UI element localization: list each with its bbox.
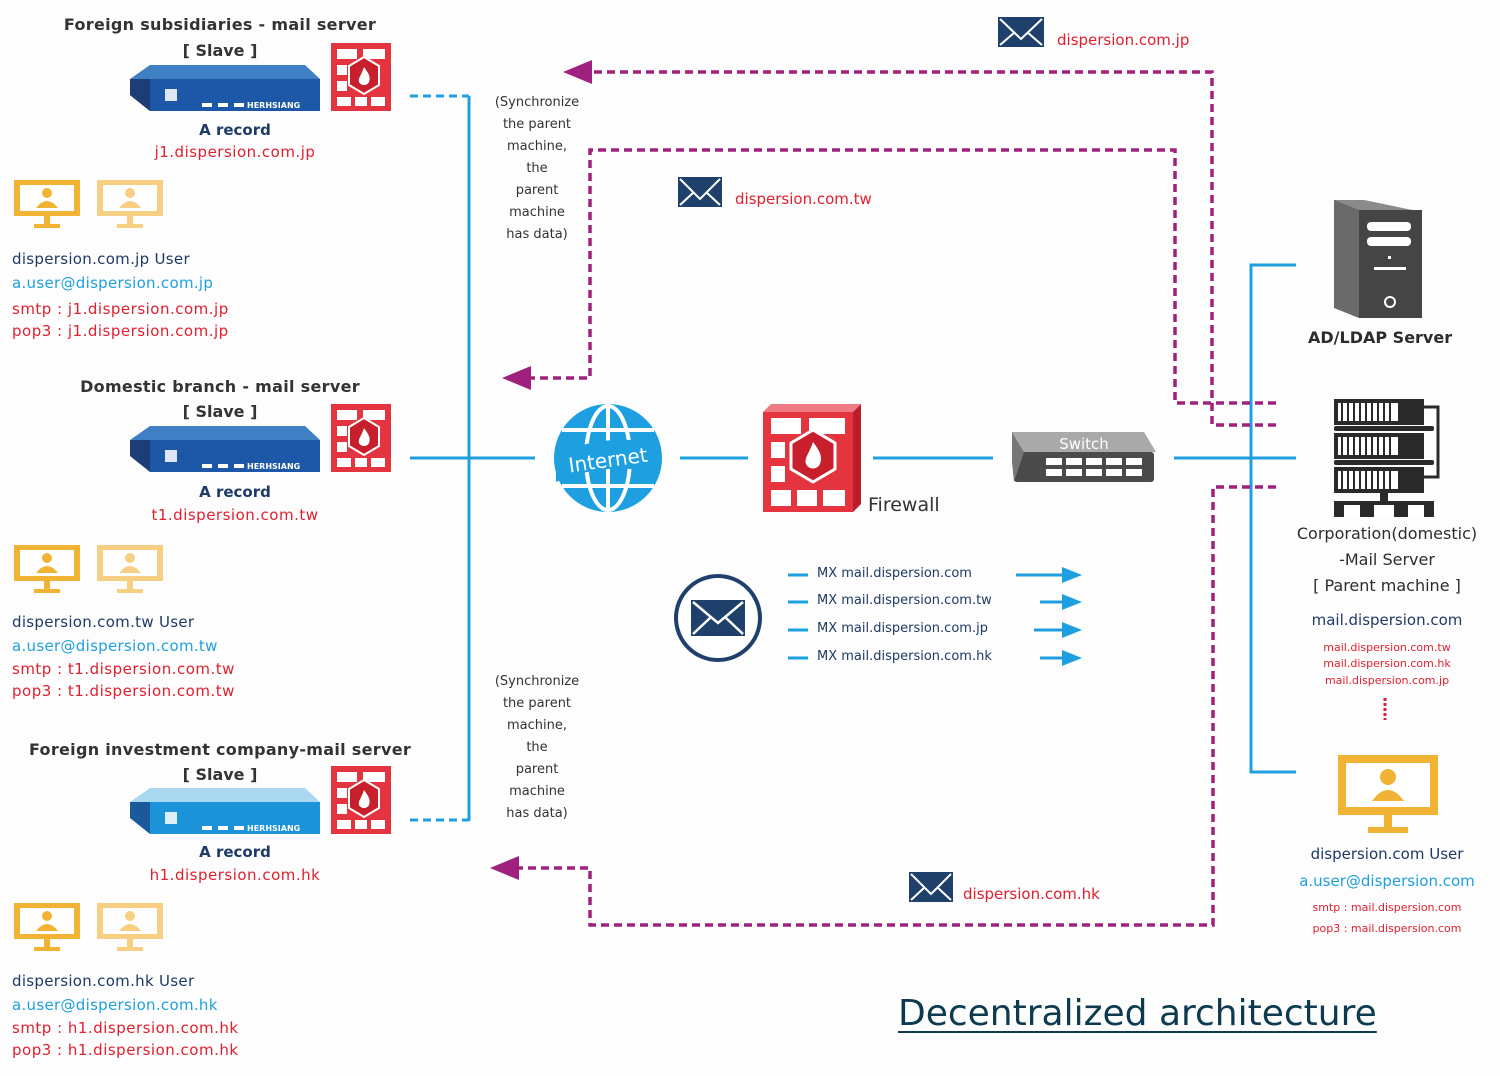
slave-jp-title: Foreign subsidiaries - mail server: [63, 15, 377, 34]
slave-hk-pop3: pop3 : h1.dispersion.com.hk: [12, 1041, 239, 1059]
sync-arrow-hk: [490, 856, 519, 880]
monitor-icon: [97, 545, 163, 593]
right-bus: [1249, 263, 1296, 774]
parent-user-label: dispersion.com User: [1310, 845, 1464, 863]
parent-smtp: smtp : mail.dispersion.com: [1312, 901, 1462, 914]
envelope-icon: [998, 17, 1044, 47]
user-workstations-tw: [12, 543, 172, 599]
slave-tw-email: a.user@dispersion.com.tw: [12, 637, 218, 655]
svg-text:Switch: Switch: [1059, 435, 1109, 453]
mx-record: MX mail.dispersion.com.hk: [817, 649, 992, 664]
monitor-icon: [1338, 755, 1438, 833]
slave-hk-role: [ Slave ]: [182, 765, 258, 784]
envelope-label-tw: dispersion.com.tw: [735, 190, 872, 208]
monitor-icon: [97, 903, 163, 951]
slave-tw-a-record-label: A record: [199, 483, 271, 501]
sync-arrow-jp: [563, 60, 592, 84]
slave-hk-user-label: dispersion.com.hk User: [12, 972, 195, 990]
monitor-icon: [97, 180, 163, 228]
parent-pop3: pop3 : mail.dispersion.com: [1312, 922, 1462, 935]
parent-alias: mail.dispersion.com.jp: [1324, 674, 1450, 687]
monitor-icon: [14, 545, 80, 593]
firewall-icon: [331, 766, 391, 834]
parent-role: [ Parent machine ]: [1313, 576, 1461, 595]
mx-arrow-1: [1062, 567, 1082, 583]
firewall-icon: [331, 43, 391, 111]
mail-circle-icon: [674, 574, 762, 662]
internet-globe-icon: Internet: [554, 404, 662, 512]
envelope-label-hk: dispersion.com.hk: [963, 885, 1100, 903]
slave-tw-title: Domestic branch - mail server: [80, 377, 360, 396]
sync-path-jp: [590, 70, 1276, 427]
ad-ldap-label: AD/LDAP Server: [1308, 328, 1453, 347]
slave-hk-smtp: smtp : h1.dispersion.com.hk: [12, 1019, 239, 1037]
svg-text:HERHSIANG: HERHSIANG: [247, 824, 300, 833]
firewall-label: Firewall: [868, 494, 940, 516]
sync-arrow-tw: [502, 366, 531, 390]
slave-hk-email: a.user@dispersion.com.hk: [12, 996, 218, 1014]
parent-title-1: Corporation(domestic): [1296, 524, 1478, 543]
slave-tw-a-record: t1.dispersion.com.tw: [151, 506, 319, 524]
slave-jp-email: a.user@dispersion.com.jp: [12, 274, 214, 292]
user-workstations-hk: [12, 901, 172, 957]
envelope-icon: [678, 177, 722, 207]
slave-tw-user-label: dispersion.com.tw User: [12, 613, 195, 631]
mail-server-device-icon: HERHSIANG: [130, 65, 320, 111]
envelope-icon: [909, 872, 953, 902]
ad-ldap-server-icon: [1334, 200, 1422, 318]
parent-host: mail.dispersion.com: [1311, 611, 1463, 629]
diagram-title: Decentralized architecture: [898, 993, 1377, 1034]
switch-icon: Switch: [1012, 432, 1156, 482]
parent-mail-server-icon: [1334, 399, 1440, 517]
mx-arrow-2: [1062, 594, 1082, 610]
monitor-icon: [14, 180, 80, 228]
slave-tw-smtp: smtp : t1.dispersion.com.tw: [12, 660, 235, 678]
slave-hk-title: Foreign investment company-mail server: [28, 740, 412, 759]
parent-title-2: -Mail Server: [1339, 550, 1435, 569]
slave-jp-role: [ Slave ]: [182, 41, 258, 60]
slave-jp-pop3: pop3 : j1.dispersion.com.jp: [12, 322, 229, 340]
mail-server-device-icon: HERHSIANG: [130, 426, 320, 472]
slave-hk-a-record: h1.dispersion.com.hk: [149, 866, 321, 884]
sync-path-hk: [515, 485, 1276, 927]
slave-jp-user-label: dispersion.com.jp User: [12, 250, 190, 268]
mx-record: MX mail.dispersion.com.tw: [817, 593, 992, 608]
parent-email: a.user@dispersion.com: [1299, 872, 1475, 890]
user-workstations-jp: [12, 178, 172, 234]
svg-text:HERHSIANG: HERHSIANG: [247, 462, 300, 471]
mx-record: MX mail.dispersion.com: [817, 566, 972, 581]
slave-jp-smtp: smtp : j1.dispersion.com.jp: [12, 300, 229, 318]
firewall-main-icon: [763, 404, 861, 512]
parent-alias: mail.dispersion.com.hk: [1323, 657, 1451, 670]
mx-arrow-3: [1062, 622, 1082, 638]
mx-record: MX mail.dispersion.com.jp: [817, 621, 988, 636]
envelope-label-jp: dispersion.com.jp: [1057, 31, 1190, 49]
parent-alias: mail.dispersion.com.tw: [1323, 641, 1451, 654]
slave-tw-pop3: pop3 : t1.dispersion.com.tw: [12, 682, 235, 700]
firewall-icon: [331, 404, 391, 472]
slave-jp-a-record: j1.dispersion.com.jp: [154, 143, 316, 161]
monitor-icon: [14, 903, 80, 951]
slave-tw-role: [ Slave ]: [182, 402, 258, 421]
slave-jp-a-record-label: A record: [199, 121, 271, 139]
mail-server-device-icon: HERHSIANG: [130, 788, 320, 834]
mx-arrow-4: [1062, 650, 1082, 666]
svg-text:HERHSIANG: HERHSIANG: [247, 101, 300, 110]
slave-hk-a-record-label: A record: [199, 843, 271, 861]
sync-path-tw: [525, 148, 1276, 405]
